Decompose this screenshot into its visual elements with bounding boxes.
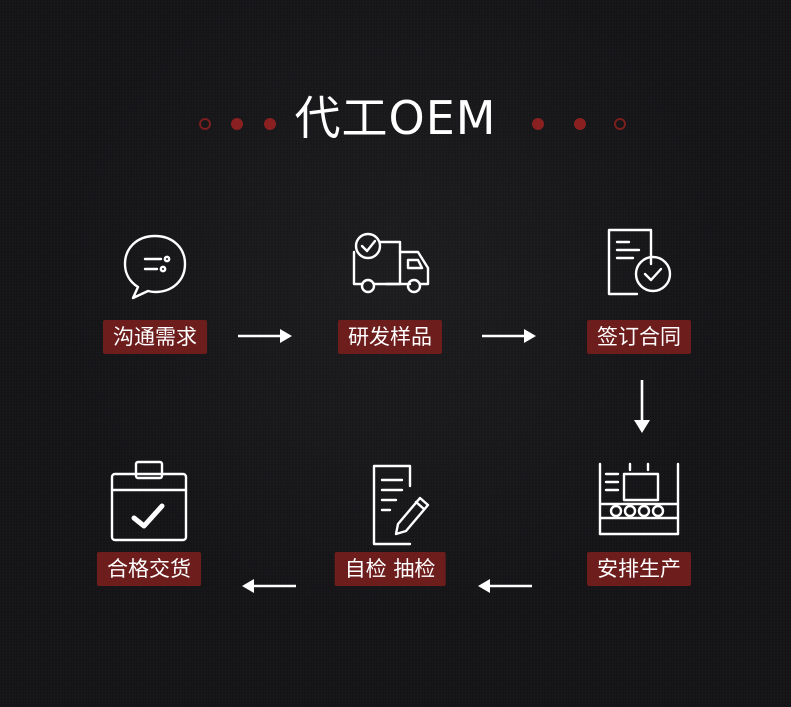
step-label-communicate: 沟通需求 <box>103 320 207 354</box>
document-check-icon <box>574 228 704 308</box>
arrow-right-2 <box>482 329 536 343</box>
title-row: 代工OEM <box>0 82 791 162</box>
step-label-inspection: 自检 抽检 <box>334 552 446 586</box>
arrow-down <box>634 380 650 433</box>
chat-bubble-icon <box>90 228 220 308</box>
decor-ring-left <box>199 118 211 130</box>
decor-dot-right-2 <box>574 118 586 130</box>
page-title: 代工OEM <box>294 91 497 145</box>
step-label-sample-dev: 研发样品 <box>338 320 442 354</box>
arrow-left-2 <box>242 579 296 593</box>
delivery-truck-check-icon <box>325 228 455 308</box>
decor-dot-left-1 <box>231 118 243 130</box>
step-label-contract: 签订合同 <box>587 320 691 354</box>
step-label-delivery: 合格交货 <box>97 552 201 586</box>
arrow-right-1 <box>238 329 292 343</box>
step-label-production: 安排生产 <box>587 552 691 586</box>
decor-ring-right <box>614 118 626 130</box>
decor-dot-left-2 <box>264 118 276 130</box>
clipboard-check-icon <box>84 460 214 542</box>
decor-dot-right-1 <box>532 118 544 130</box>
arrow-left-1 <box>478 579 532 593</box>
document-edit-icon <box>325 460 455 546</box>
production-line-icon <box>574 460 704 540</box>
